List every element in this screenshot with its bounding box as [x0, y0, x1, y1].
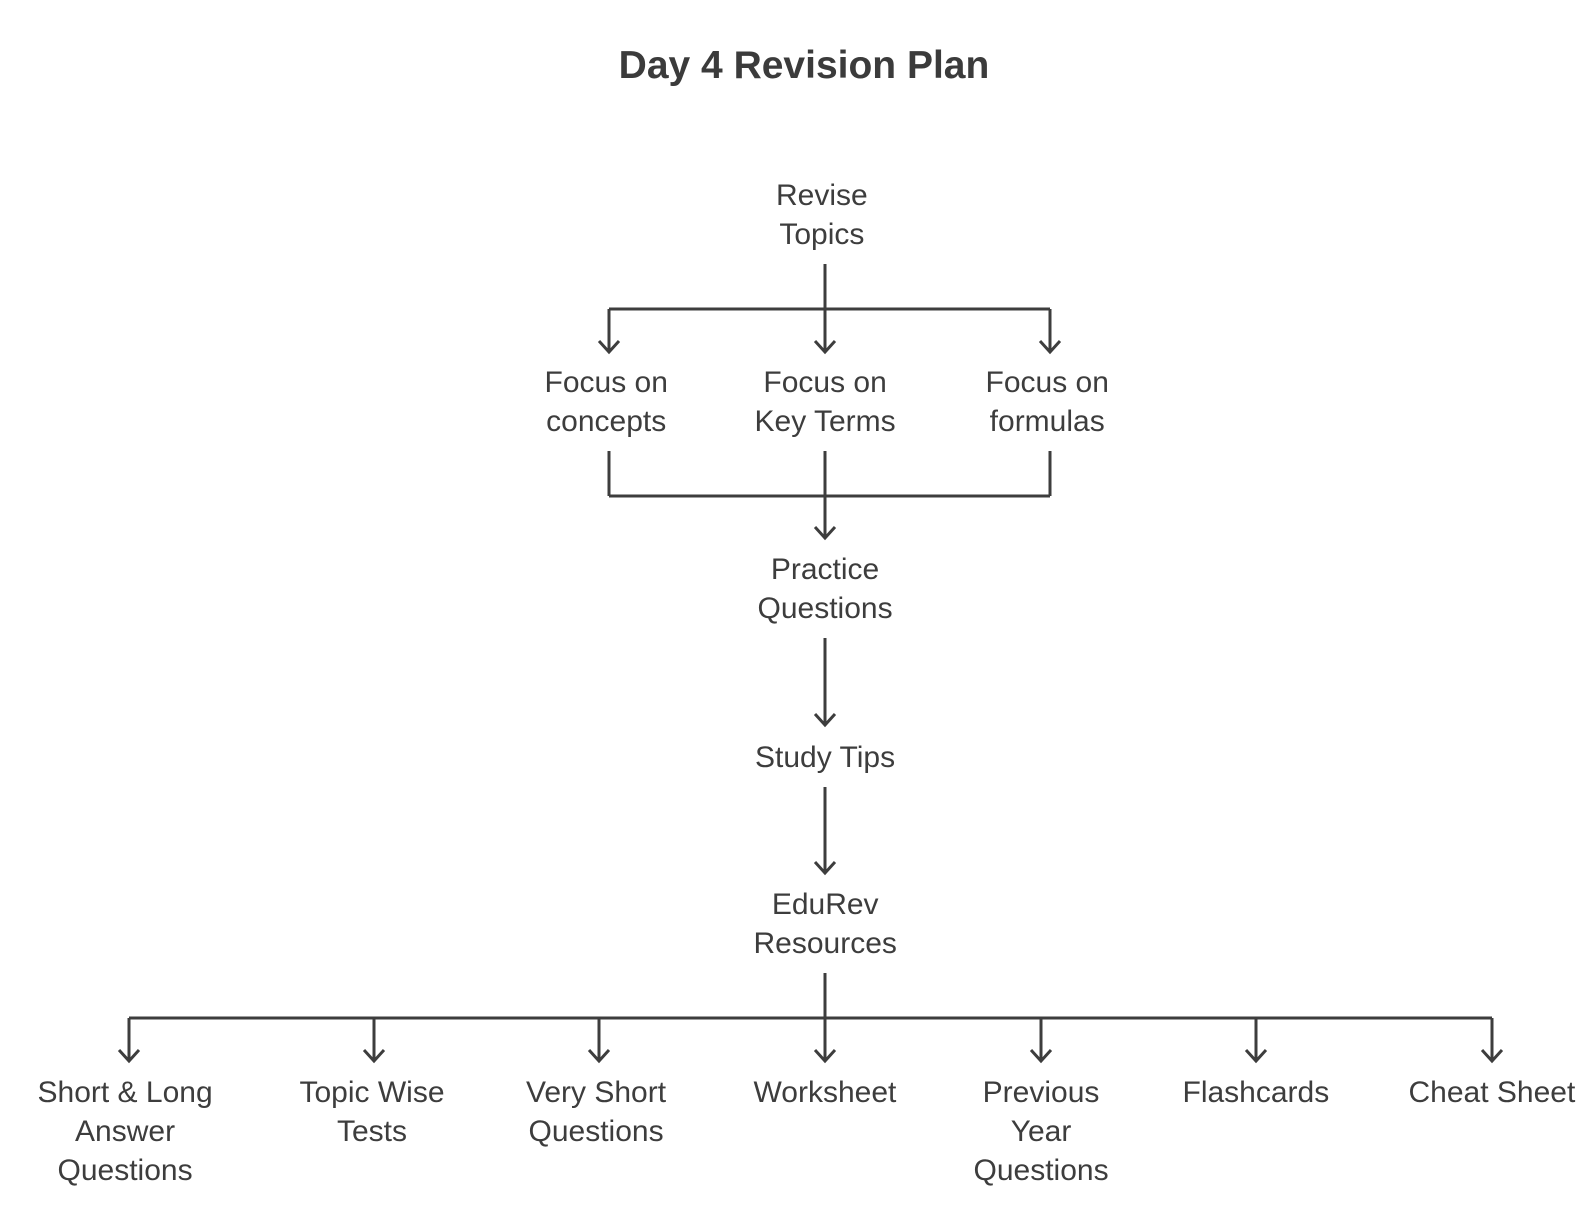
arrowhead	[813, 712, 837, 728]
node-focus-concepts: Focus on concepts	[545, 363, 668, 441]
arrowhead	[1480, 1048, 1504, 1064]
arrowhead	[597, 339, 621, 355]
node-label-line: Questions	[57, 1154, 193, 1187]
node-label-line: Cheat Sheet	[1408, 1076, 1576, 1109]
node-study-tips: Study Tips	[755, 738, 895, 777]
node-label-line: Focus on	[544, 366, 668, 399]
node-label-line: Study Tips	[755, 741, 896, 774]
arrowhead	[813, 860, 837, 876]
arrowhead	[813, 339, 837, 355]
diagram-title: Day 4 Revision Plan	[618, 44, 990, 87]
node-focus-key-terms: Focus on Key Terms	[755, 363, 896, 441]
node-label-line: Questions	[757, 592, 893, 625]
node-label-line: Tests	[337, 1115, 408, 1148]
node-label-line: Topics	[779, 218, 865, 251]
arrowhead	[587, 1048, 611, 1064]
node-label-line: Flashcards	[1182, 1076, 1330, 1109]
node-cheat-sheet: Cheat Sheet	[1409, 1073, 1576, 1112]
node-focus-formulas: Focus on formulas	[986, 363, 1109, 441]
node-label-line: Revise	[776, 179, 868, 212]
node-label-line: Topic Wise	[299, 1076, 445, 1109]
node-label-line: Very Short	[526, 1076, 667, 1109]
node-label-line: Previous	[982, 1076, 1100, 1109]
node-label-line: Year	[1010, 1115, 1072, 1148]
node-label-line: Worksheet	[753, 1076, 897, 1109]
node-label-line: Focus on	[763, 366, 887, 399]
node-worksheet: Worksheet	[754, 1073, 897, 1112]
node-label-line: concepts	[546, 405, 667, 438]
node-label-line: Questions	[973, 1154, 1109, 1187]
arrowhead	[813, 1048, 837, 1064]
node-label-line: Questions	[528, 1115, 664, 1148]
node-label-line: Focus on	[985, 366, 1109, 399]
node-flashcards: Flashcards	[1183, 1073, 1330, 1112]
arrowhead	[813, 525, 837, 541]
node-label-line: formulas	[989, 405, 1105, 438]
arrowhead	[1029, 1048, 1053, 1064]
arrowhead	[362, 1048, 386, 1064]
arrowhead	[1038, 339, 1062, 355]
node-label-line: Answer	[75, 1115, 176, 1148]
node-label-line: EduRev	[771, 888, 879, 921]
node-label-line: Short & Long	[37, 1076, 213, 1109]
node-label-line: Key Terms	[754, 405, 896, 438]
node-label-line: Resources	[753, 927, 897, 960]
arrowhead	[1244, 1048, 1268, 1064]
arrowhead	[117, 1048, 141, 1064]
node-label-line: Practice	[770, 553, 880, 586]
